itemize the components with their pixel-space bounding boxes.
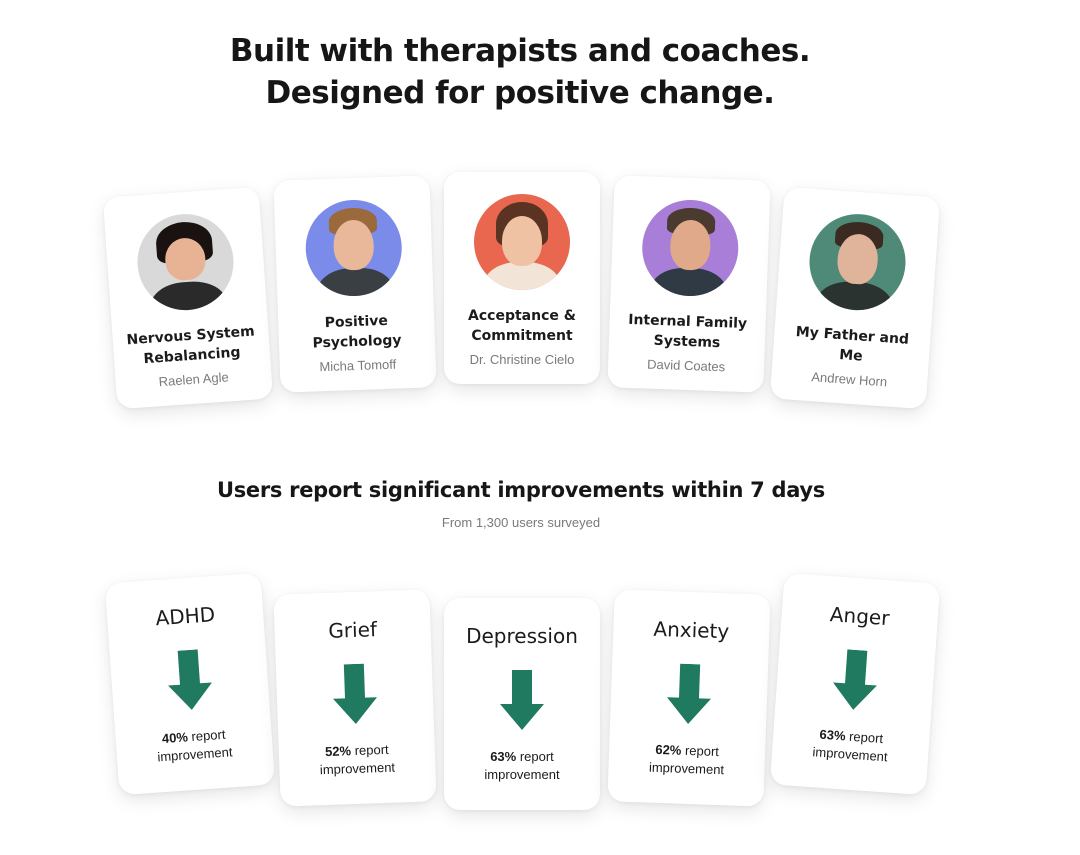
therapist-title: Acceptance & Commitment xyxy=(468,308,576,344)
down-arrow-icon xyxy=(667,663,711,724)
therapist-name: David Coates xyxy=(646,356,726,375)
stat-percent: 40% xyxy=(161,729,189,747)
stat-suffix: report xyxy=(350,741,389,759)
stat-card-anxiety[interactable]: Anxiety 62% report improvement xyxy=(607,589,771,807)
avatar-2 xyxy=(304,198,404,298)
down-arrow-icon xyxy=(500,670,544,730)
stat-line2: improvement xyxy=(648,759,725,778)
therapist-title: Nervous System Rebalancing xyxy=(126,323,256,368)
stat-label: Anxiety xyxy=(653,616,730,644)
therapist-name: Micha Tomoff xyxy=(319,356,397,375)
stat-line2: improvement xyxy=(156,744,233,765)
therapist-title: Positive Psychology xyxy=(312,312,402,352)
therapist-card-3[interactable]: Acceptance & Commitment Dr. Christine Ci… xyxy=(444,172,600,384)
stat-percent: 52% xyxy=(324,743,352,760)
results-title: Users report significant improvements wi… xyxy=(216,478,826,502)
therapist-card-1[interactable]: Nervous System Rebalancing Raelen Agle xyxy=(102,186,274,410)
down-arrow-icon xyxy=(333,663,377,724)
stat-text: 40% report improvement xyxy=(115,722,273,769)
stat-line2: improvement xyxy=(319,759,396,778)
stat-percent: 63% xyxy=(490,749,517,764)
stat-card-adhd[interactable]: ADHD 40% report improvement xyxy=(104,572,276,796)
stat-label: Depression xyxy=(466,624,578,648)
stat-card-grief[interactable]: Grief 52% report improvement xyxy=(273,589,437,807)
stat-percent: 62% xyxy=(655,741,682,758)
stat-text: 63% report improvement xyxy=(444,748,600,784)
therapist-name: Raelen Agle xyxy=(158,369,230,390)
stat-line2: improvement xyxy=(812,744,889,765)
page-headline: Built with therapists and coaches. Desig… xyxy=(0,30,1040,114)
therapist-card-4[interactable]: Internal Family Systems David Coates xyxy=(607,175,771,393)
stat-text: 62% report improvement xyxy=(608,739,765,780)
stat-text: 63% report improvement xyxy=(772,722,930,769)
avatar-4 xyxy=(640,198,740,298)
stat-card-depression[interactable]: Depression 63% report improvement xyxy=(444,598,600,810)
therapist-name: Dr. Christine Cielo xyxy=(469,352,575,367)
therapist-name: Andrew Horn xyxy=(810,369,888,390)
therapist-card-2[interactable]: Positive Psychology Micha Tomoff xyxy=(273,175,437,393)
stat-label: Anger xyxy=(829,602,891,631)
stat-suffix: report xyxy=(845,728,884,747)
therapist-title: My Father and Me xyxy=(795,323,910,365)
therapist-title: Internal Family Systems xyxy=(627,311,748,352)
headline-line-2: Designed for positive change. xyxy=(265,75,775,111)
down-arrow-icon xyxy=(833,649,877,710)
down-arrow-icon xyxy=(168,649,212,710)
therapist-card-5[interactable]: My Father and Me Andrew Horn xyxy=(769,186,941,410)
stat-text: 52% report improvement xyxy=(279,739,436,780)
stat-card-anger[interactable]: Anger 63% report improvement xyxy=(769,572,941,796)
stat-percent: 63% xyxy=(819,726,847,744)
stat-suffix: report xyxy=(187,726,226,745)
avatar-1 xyxy=(134,210,237,314)
avatar-5 xyxy=(806,210,909,314)
stat-suffix: report xyxy=(681,742,720,760)
headline-line-1: Built with therapists and coaches. xyxy=(229,33,811,69)
stat-suffix: report xyxy=(516,749,554,764)
avatar-3 xyxy=(474,194,570,290)
stat-label: ADHD xyxy=(154,602,216,631)
stat-label: Grief xyxy=(327,617,378,643)
results-note: From 1,300 users surveyed xyxy=(441,515,601,530)
stat-line2: improvement xyxy=(484,767,560,782)
